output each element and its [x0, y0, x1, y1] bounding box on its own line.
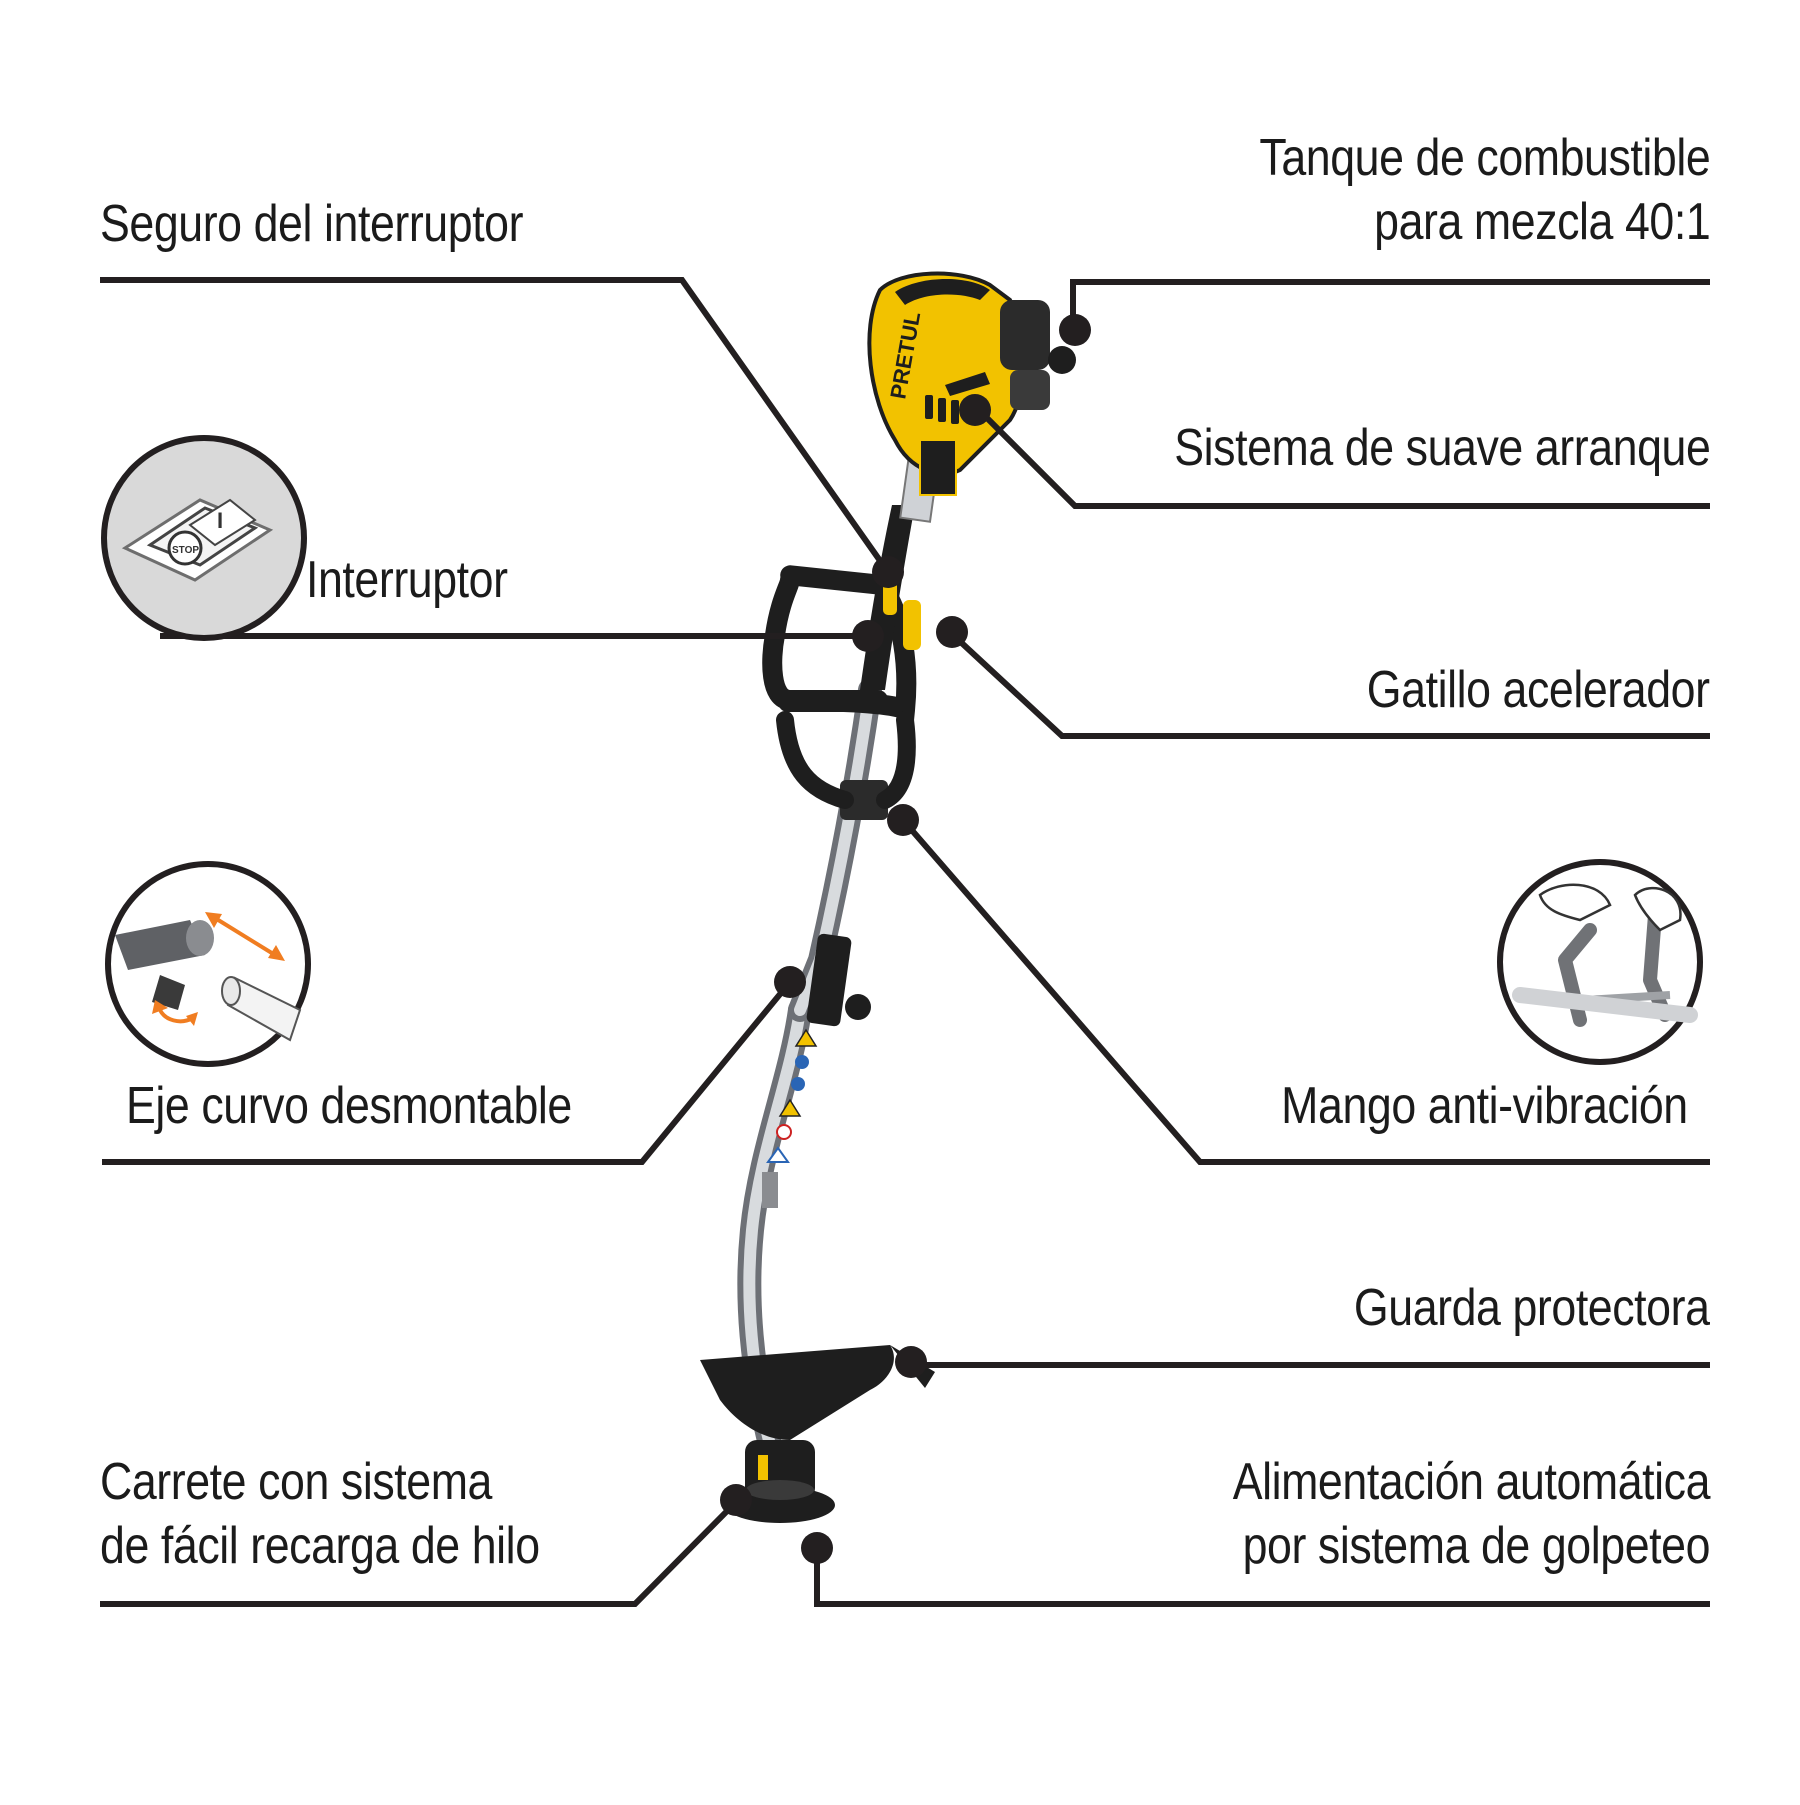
leader-alimentacion: [814, 1548, 1710, 1607]
label-tanque-line-1: Tanque de combustible: [1259, 129, 1710, 187]
loop-handle-top: [780, 565, 890, 595]
label-gatillo: Gatillo acelerador: [1367, 658, 1710, 722]
label-gatillo-text: Gatillo acelerador: [1367, 661, 1710, 719]
leader-lines: [100, 277, 1710, 1607]
leader-gatillo: [949, 631, 1710, 739]
label-alimentacion-line-2: por sistema de golpeteo: [1242, 1517, 1711, 1575]
dot-eje: [774, 966, 806, 998]
engine-top-cover: [895, 278, 990, 305]
label-guarda: Guarda protectora: [1354, 1276, 1710, 1340]
label-tanque: Tanque de combustible para mezcla 40:1: [1259, 126, 1710, 254]
loop-handle: [762, 570, 800, 710]
label-alimentacion-line-1: Alimentación automática: [1232, 1453, 1711, 1511]
leader-eje: [102, 980, 793, 1165]
fuel-tank: [1000, 300, 1050, 370]
dot-gatillo: [936, 616, 968, 648]
dot-suave: [959, 394, 991, 426]
leader-carrete: [100, 1499, 739, 1607]
dot-tanque: [1059, 314, 1091, 346]
leader-mango: [900, 818, 1710, 1165]
engine-label: [919, 439, 957, 496]
leader-suave: [976, 407, 1710, 509]
label-eje-text: Eje curvo desmontable: [126, 1077, 572, 1135]
dot-interruptor: [852, 620, 884, 652]
switch-mark: I: [217, 508, 223, 533]
label-tanque-line-2: para mezcla 40:1: [1373, 193, 1711, 251]
throttle-trigger: [903, 600, 921, 650]
handle-clamp: [840, 780, 888, 820]
air-filter: [1010, 370, 1050, 410]
loop-handle-grip: [778, 690, 888, 712]
label-carrete: Carrete con sistema de fácil recarga de …: [100, 1450, 540, 1578]
label-guarda-text: Guarda protectora: [1354, 1279, 1710, 1337]
dot-guarda: [895, 1346, 927, 1378]
label-interruptor-text: Interruptor: [306, 551, 508, 609]
label-seguro: Seguro del interruptor: [100, 192, 524, 256]
label-carrete-line-1: Carrete con sistema: [100, 1453, 492, 1511]
label-mango-text: Mango anti-vibración: [1281, 1077, 1688, 1135]
shaft-coupler: [806, 933, 852, 1027]
dot-mango: [887, 804, 919, 836]
engine-vents: [925, 395, 959, 424]
shaft-warning-stickers: [762, 1028, 818, 1208]
label-suave-text: Sistema de suave arranque: [1173, 419, 1711, 477]
engine-shroud: [867, 271, 1026, 476]
leader-dots: [720, 314, 1091, 1564]
label-carrete-line-2: de fácil recarga de hilo: [100, 1517, 540, 1575]
switch-icon: I STOP: [101, 435, 307, 641]
label-alimentacion: Alimentación automática por sistema de g…: [1232, 1450, 1711, 1578]
dot-alimentacion: [801, 1532, 833, 1564]
starter-handle: [945, 372, 990, 396]
label-interruptor: Interruptor: [306, 548, 508, 612]
anti-vibration-handle-icon: [1497, 859, 1703, 1065]
coupler-knob: [845, 994, 871, 1020]
leader-tanque: [1070, 279, 1710, 330]
protective-guard: [700, 1345, 894, 1440]
label-eje: Eje curvo desmontable: [126, 1074, 572, 1138]
leader-seguro: [100, 277, 891, 574]
label-suave: Sistema de suave arranque: [1173, 416, 1711, 480]
dot-carrete: [720, 1484, 752, 1516]
detach-shaft-icon: [105, 861, 311, 1067]
switch-stop-text: STOP: [172, 545, 199, 556]
label-mango: Mango anti-vibración: [1281, 1074, 1688, 1138]
trimmer-head: [725, 1440, 835, 1523]
engine: PRETUL: [867, 271, 1076, 496]
dot-seguro: [872, 556, 904, 588]
label-seguro-text: Seguro del interruptor: [100, 195, 524, 253]
string-trimmer-illustration: PRETUL: [700, 271, 1076, 1523]
fuel-cap: [1048, 346, 1076, 374]
